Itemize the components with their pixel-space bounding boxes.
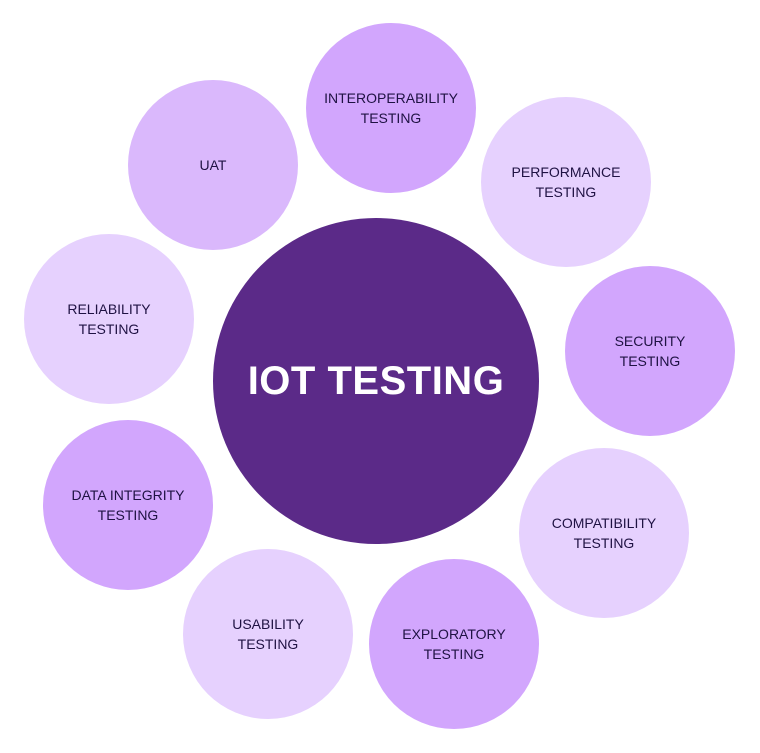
node-label: COMPATIBILITY TESTING: [551, 515, 657, 551]
node-security-testing: SECURITY TESTING: [565, 266, 735, 436]
node-compatibility-testing: COMPATIBILITY TESTING: [519, 448, 689, 618]
center-label: IOT TESTING: [247, 358, 505, 403]
node-performance-testing: PERFORMANCE TESTING: [481, 97, 651, 267]
node-reliability-testing: RELIABILITY TESTING: [24, 234, 194, 404]
node-label: INTEROPERABILITY TESTING: [324, 90, 458, 126]
node-interoperability-testing: INTEROPERABILITY TESTING: [306, 23, 476, 193]
node-label: DATA INTEGRITY TESTING: [71, 487, 185, 523]
node-label: PERFORMANCE TESTING: [511, 164, 621, 200]
center-node-iot-testing: IOT TESTING: [213, 218, 539, 544]
node-label: SECURITY TESTING: [614, 333, 686, 369]
node-usability-testing: USABILITY TESTING: [183, 549, 353, 719]
node-label: RELIABILITY TESTING: [67, 301, 151, 337]
node-label: USABILITY TESTING: [232, 616, 304, 652]
node-label: EXPLORATORY TESTING: [402, 626, 506, 662]
node-data-integrity-testing: DATA INTEGRITY TESTING: [43, 420, 213, 590]
node-exploratory-testing: EXPLORATORY TESTING: [369, 559, 539, 729]
node-uat: UAT: [128, 80, 298, 250]
node-label: UAT: [199, 157, 227, 173]
